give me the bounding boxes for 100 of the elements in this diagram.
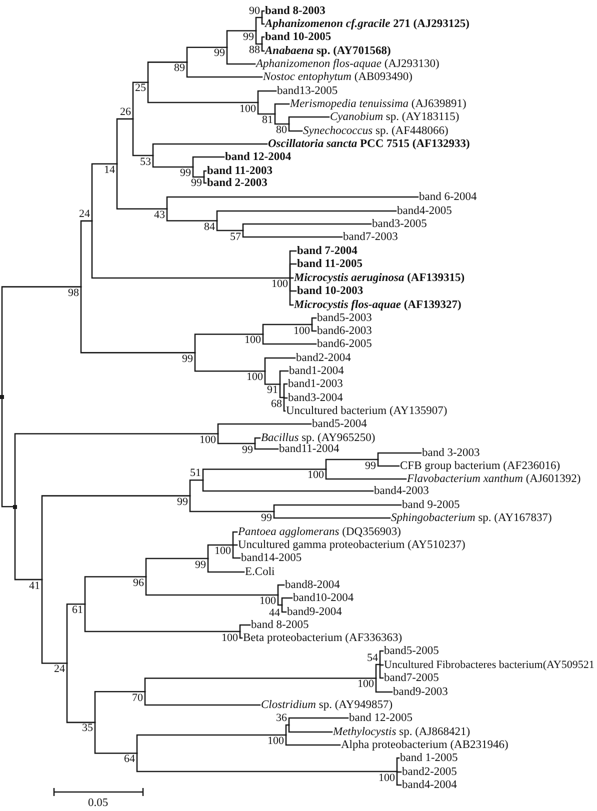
bootstrap-value: 64: [124, 754, 135, 766]
taxon-label: Microcystis aeruginosa (AF139315): [294, 272, 465, 284]
bootstrap-value: 25: [135, 83, 146, 94]
bootstrap-value: 100: [272, 279, 288, 290]
tree-branch: [232, 544, 238, 546]
tree-branch: [152, 154, 194, 168]
tree-branch: [325, 468, 407, 480]
tree-branch: [14, 433, 219, 506]
bootstrap-value: 96: [133, 578, 144, 589]
tree-branch: [66, 603, 86, 664]
bootstrap-value: 100: [222, 632, 238, 644]
taxon-label: band5-2003: [317, 312, 372, 324]
tree-branch: [80, 286, 196, 354]
taxon-label: Bacillus sp. (AY965250): [261, 432, 376, 444]
tree-branch: [145, 558, 209, 578]
taxon-label: band2-2004: [296, 352, 351, 364]
tree-branch: [274, 103, 290, 115]
taxon-label: band5-2005: [384, 644, 439, 658]
tree-branch: [396, 770, 402, 773]
tree-branch: [261, 36, 265, 45]
tree-branch: [41, 578, 68, 664]
bootstrap-value: 44: [269, 608, 280, 619]
tree-branch: [94, 722, 138, 754]
bootstrap-value: 57: [230, 232, 241, 242]
taxon-label: Sphingobacterium sp. (AY167837): [391, 512, 552, 524]
tree-branch: [216, 210, 397, 222]
taxon-label: Microcystis flos-aquae (AF139327): [294, 298, 462, 312]
tree-branch: [192, 156, 225, 168]
tree-branch: [202, 479, 374, 492]
scale-label: 0.05: [88, 797, 108, 809]
taxon-label: Uncultured bacterium (AY135907): [286, 404, 448, 418]
tree-branch: [377, 458, 400, 467]
bootstrap-value: 68: [271, 398, 282, 410]
taxon-label: band 10-2003: [297, 284, 364, 298]
taxon-label: Flavobacterium xanthum (AJ601392): [407, 472, 581, 486]
bootstrap-value: 84: [204, 222, 215, 233]
tree-branch: [264, 370, 281, 385]
bootstrap-value: 98: [68, 288, 79, 299]
branch-point: [13, 504, 17, 509]
tree-branch: [132, 82, 149, 120]
tree-branch: [203, 176, 207, 184]
taxon-label: band4-2005: [397, 204, 452, 218]
taxon-label: band 1-2005: [400, 752, 458, 764]
bootstrap-value: 100: [260, 596, 276, 607]
taxon-label: band1-2004: [289, 364, 344, 378]
taxon-label: band10-2004: [293, 592, 354, 604]
taxon-label: band 10-2005: [265, 30, 332, 44]
bootstrap-value: 99: [214, 48, 225, 60]
tree-branch: [379, 664, 384, 666]
tree-branch: [147, 62, 188, 83]
tree-branch: [281, 604, 287, 613]
taxon-label: band1-2003: [288, 378, 343, 390]
tree-branch: [91, 163, 118, 222]
bootstrap-value: 100: [294, 326, 310, 336]
tree-branch: [136, 734, 287, 754]
taxon-label: band 2-2003: [207, 176, 268, 190]
taxon-label: Synechococcus sp. (AF448066): [303, 124, 448, 138]
tree-branch: [288, 724, 333, 733]
bootstrap-value: 100: [268, 736, 284, 747]
bootstrap-value: 100: [200, 434, 216, 446]
taxon-label: Pantoea agglomerans (DQ356903): [238, 526, 401, 538]
tree-branch: [285, 724, 290, 736]
taxon-label: Cyanobium sp. (AY183115): [330, 110, 460, 124]
tree-branch: [84, 576, 147, 605]
bootstrap-value: 100: [308, 470, 324, 482]
taxon-label: band3-2005: [372, 218, 427, 230]
tree-branch: [144, 678, 377, 692]
taxon-label: band 11-2005: [297, 258, 363, 270]
taxon-label: band 3-2003: [422, 446, 480, 460]
tree-branch: [94, 690, 146, 724]
bootstrap-value: 14: [104, 164, 115, 176]
tree-branch: [261, 43, 265, 52]
bootstrap-value: 100: [378, 772, 395, 784]
taxon-label: band9-2003: [393, 686, 448, 698]
bootstrap-value: 99: [195, 560, 206, 570]
tree-branch: [254, 442, 279, 450]
taxon-label: Alpha proteobacterium (AB231946): [341, 738, 508, 752]
bootstrap-value: 100: [246, 372, 263, 384]
tree-branch: [377, 452, 422, 460]
tree-branch: [232, 531, 238, 546]
tree-branch: [166, 196, 419, 210]
tree-branch: [273, 510, 391, 519]
tree-branch: [14, 508, 43, 580]
tree-branch: [279, 370, 289, 385]
tree-branch: [136, 752, 398, 772]
tree-branch: [283, 396, 286, 412]
tree-branch: [273, 504, 402, 512]
tree-branch: [264, 357, 296, 372]
tree-branch: [375, 678, 393, 693]
tree-branch: [226, 46, 256, 65]
tree-branch: [277, 594, 283, 606]
bootstrap-value: 99: [180, 168, 191, 179]
tree-branch: [194, 352, 266, 372]
tree-branch: [217, 433, 256, 444]
tree-branch: [207, 558, 245, 573]
bootstrap-value: 100: [214, 546, 231, 557]
bootstrap-value: 90: [249, 6, 260, 16]
bootstrap-value: 43: [154, 210, 165, 221]
tree-branch: [186, 46, 228, 63]
bootstrap-value: 99: [243, 32, 254, 43]
